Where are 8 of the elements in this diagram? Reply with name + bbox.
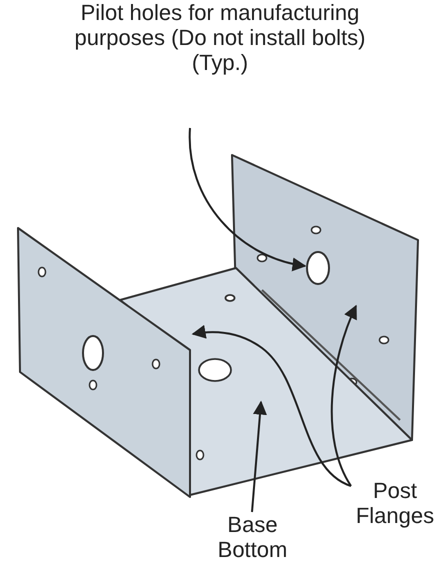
callout-text: Pilot holes for manufacturing purposes (Do not install bolts) (Typ.) [70, 0, 370, 75]
left-flange [17, 227, 191, 498]
callout-text: Base Bottom [205, 512, 300, 562]
leader-line [251, 400, 267, 512]
leader-line [188, 128, 306, 271]
callout-text: Post Flanges [350, 478, 440, 528]
leader-line [330, 304, 358, 486]
leader-line [192, 325, 352, 487]
